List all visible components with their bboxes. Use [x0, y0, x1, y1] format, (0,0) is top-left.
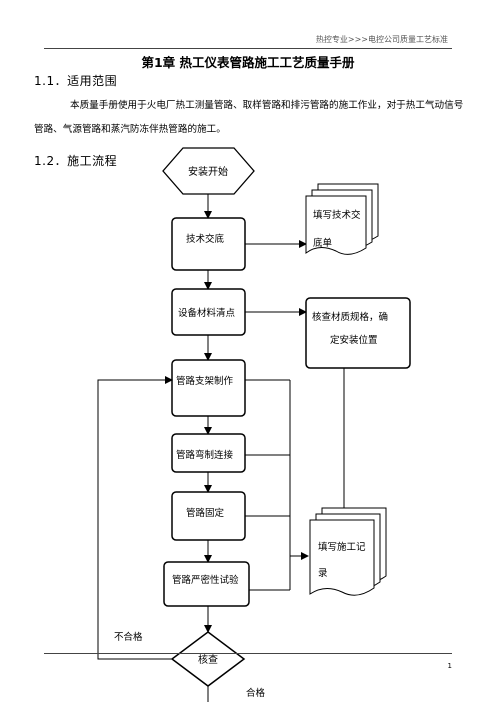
step-tightness-test-label: 管路严密性试验	[172, 574, 239, 586]
section-body-scope: 本质量手册使用于火电厂热工测量管路、取样管路和排污管路的施工作业，对于热工气动信…	[34, 94, 464, 142]
section-heading-process: 1.2．施工流程	[34, 154, 118, 168]
doc1-line2: 底单	[313, 237, 333, 249]
section-body-text: 本质量手册使用于火电厂热工测量管路、取样管路和排污管路的施工作业，对于热工气动信…	[34, 100, 464, 135]
step-pipe-bending-label: 管路弯制连接	[176, 449, 234, 461]
doc3-line2: 录	[318, 568, 328, 579]
check-decision-label: 核查	[198, 653, 218, 666]
section-heading-scope: 1.1．适用范围	[34, 74, 118, 88]
document-construction-record: 填写施工记 录	[309, 507, 387, 596]
page-number: 1	[447, 662, 452, 670]
pass-label: 合格	[246, 687, 266, 699]
document-technical-briefing-form: 填写技术交 底单	[305, 183, 379, 255]
fail-label: 不合格	[114, 631, 143, 643]
doc1-line1: 填写技术交	[313, 209, 361, 221]
step-tightness-test	[163, 561, 250, 607]
header-rule	[44, 48, 452, 49]
start-hexagon	[162, 147, 255, 195]
fail-loop-line	[97, 379, 172, 660]
footer-rule	[44, 653, 452, 654]
step-pipe-fixing-label: 管路固定	[186, 507, 225, 519]
note-verify-material	[305, 297, 411, 369]
step-technical-briefing-label: 技术交底	[186, 233, 225, 245]
doc2-line1: 核查材质规格，确	[312, 311, 388, 323]
doc2-line2: 定安装位置	[330, 334, 378, 346]
step-material-check-label: 设备材料清点	[178, 307, 236, 319]
step-bracket-fabrication	[171, 359, 246, 417]
page-header: 热控专业>>>电控公司质量工艺标准	[315, 35, 448, 44]
start-label: 安装开始	[188, 165, 228, 178]
chapter-title: 第1章 热工仪表管路施工工艺质量手册	[141, 55, 355, 70]
step-bracket-fabrication-label: 管路支架制作	[176, 375, 234, 387]
doc3-line1: 填写施工记	[318, 541, 366, 553]
